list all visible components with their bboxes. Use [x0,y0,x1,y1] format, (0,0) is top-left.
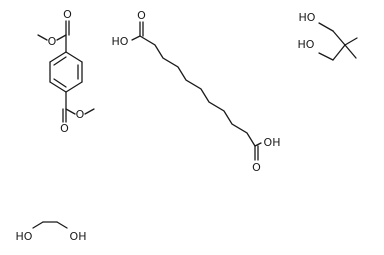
oh-right: OH [70,230,87,243]
o-ester-bottom: O [76,108,85,121]
oh-right: OH [264,136,281,149]
decanedioic-acid: HO O O OH [112,9,281,174]
o-carbonyl-top: O [63,8,72,21]
o-carbonyl-left: O [137,9,146,22]
ethylene-glycol: HO OH [16,221,87,243]
ho-left: HO [112,35,129,48]
o-carbonyl-bottom: O [60,122,69,135]
ho-bottom: HO [298,38,315,51]
o-ester-top: O [48,35,57,48]
neopentyl-glycol: HO HO [298,11,358,61]
o-carbonyl-right: O [252,161,261,174]
dimethyl-terephthalate: O O O O [37,8,95,135]
ho-top: HO [299,11,316,24]
ho-left: HO [16,230,33,243]
